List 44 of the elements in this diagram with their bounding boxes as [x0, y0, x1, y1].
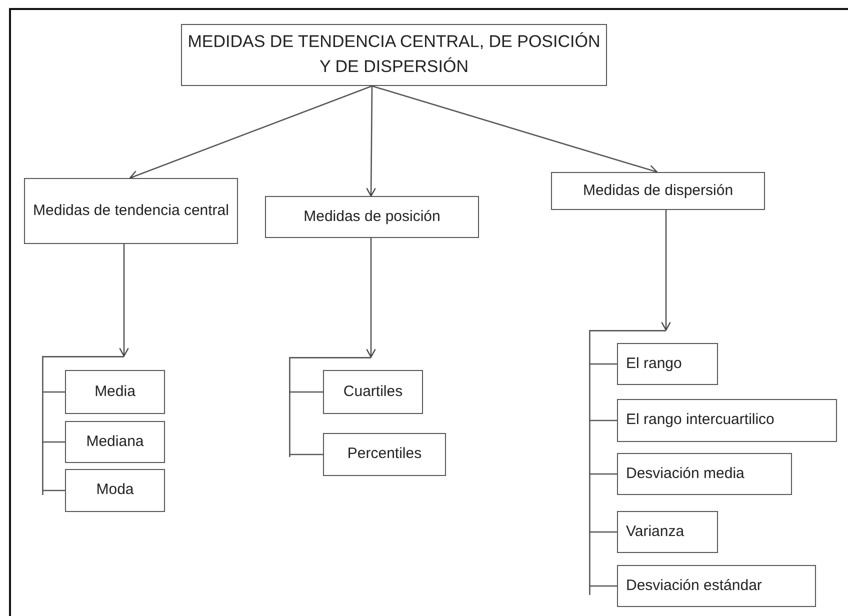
box-label: Medidas de tendencia central [33, 200, 229, 221]
box-label: Medidas de dispersión [582, 180, 734, 201]
connector-line [42, 391, 65, 393]
arrow [366, 86, 376, 197]
concept-box [24, 178, 238, 244]
title-box [181, 24, 607, 86]
box-label: Percentiles [347, 444, 422, 464]
arrow [118, 244, 130, 357]
box-label: Desviación estándar [626, 576, 762, 596]
connector-line [589, 420, 617, 422]
concept-box [551, 172, 765, 210]
box-label: Mediana [86, 432, 144, 452]
title-text: MEDIDAS DE TENDENCIA CENTRAL, DE POSICIÓN Y DE DISPERSIÓN [186, 31, 602, 78]
concept-box [617, 453, 792, 495]
box-label: Media [94, 382, 136, 402]
connector-line [589, 585, 617, 587]
arrow [372, 85, 658, 175]
concept-box [65, 469, 165, 512]
connector-line [589, 363, 617, 365]
arrow [366, 238, 376, 358]
concept-box [65, 370, 165, 414]
box-label: Varianza [626, 522, 684, 542]
connector-line [42, 441, 65, 443]
box-label: El rango [626, 354, 682, 374]
box-label: Desviación media [626, 464, 744, 484]
concept-box [65, 421, 165, 463]
connector-line [289, 454, 323, 456]
connector-line [42, 490, 65, 492]
concept-box [617, 511, 718, 553]
box-label: Cuartiles [343, 382, 403, 402]
concept-box [617, 343, 718, 385]
concept-box [617, 399, 837, 442]
connector-line [589, 531, 617, 533]
concept-box [323, 370, 423, 414]
concept-box [617, 565, 816, 607]
box-label: Moda [96, 480, 134, 500]
concept-box [323, 433, 446, 476]
concept-box [265, 196, 479, 238]
connector-line [589, 473, 617, 475]
arrow [129, 85, 372, 180]
box-label: El rango intercuartilico [626, 410, 774, 430]
arrow [660, 210, 672, 331]
connector-line [289, 391, 323, 393]
box-label: Medidas de posición [304, 206, 440, 227]
